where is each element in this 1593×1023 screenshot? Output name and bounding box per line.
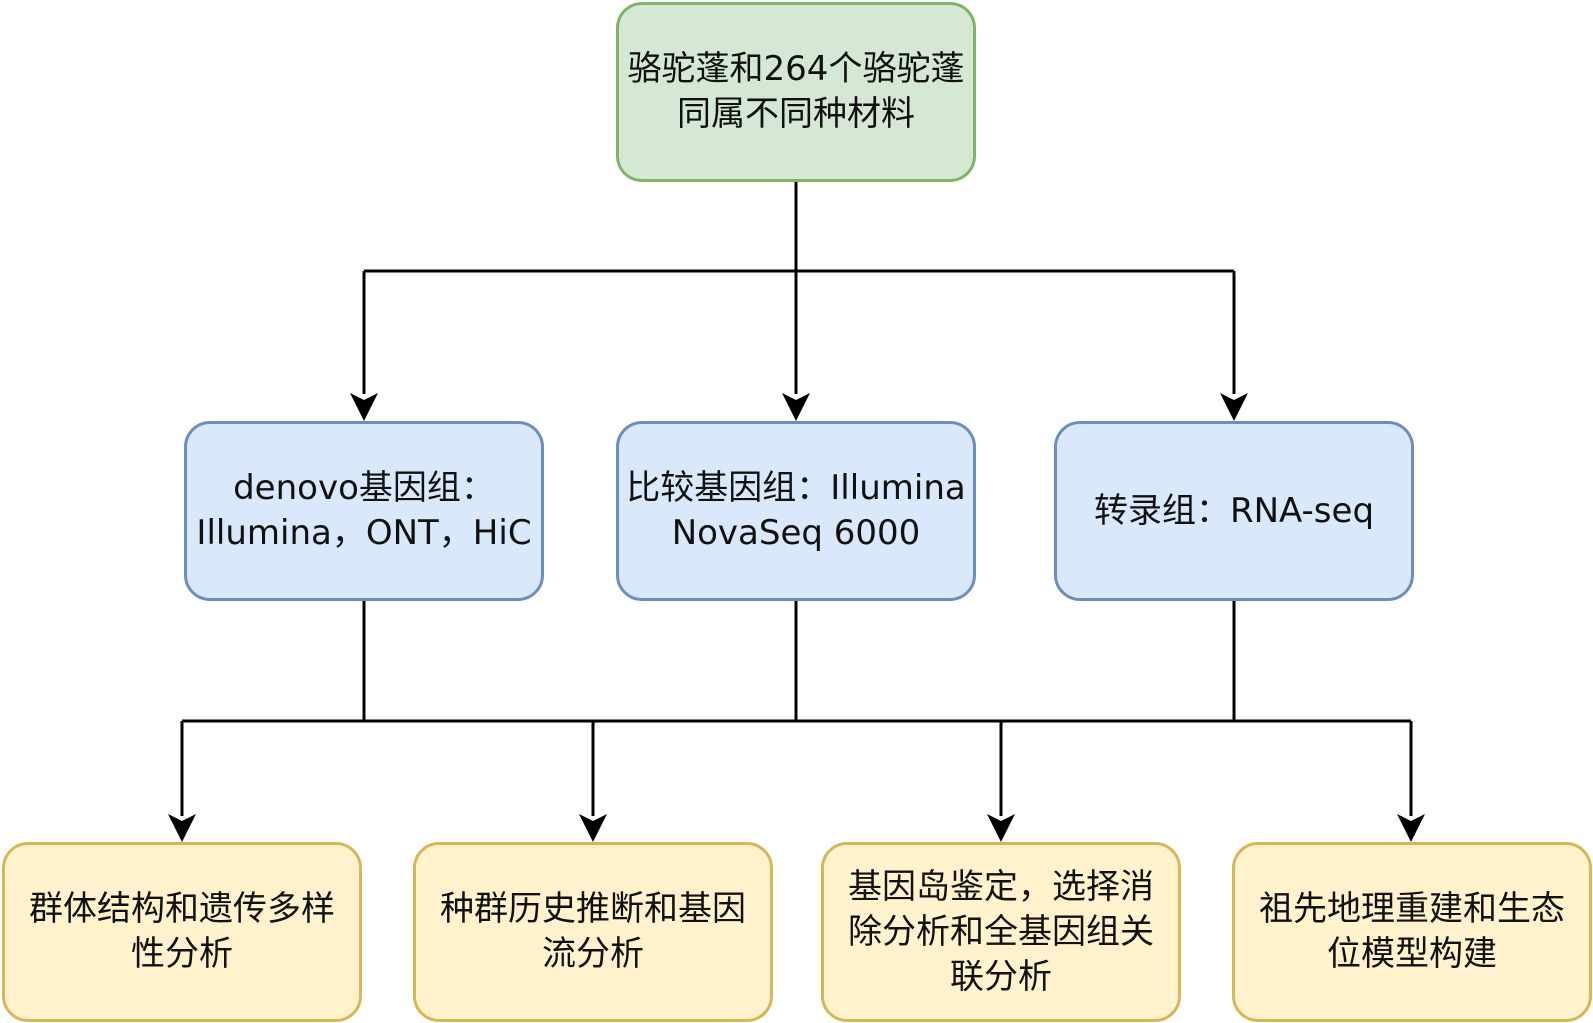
root-node-label: 骆驼蓬和264个骆驼蓬 同属不同种材料: [627, 49, 965, 134]
arrowhead-method-2: [782, 393, 810, 421]
arrowhead-method-1: [350, 393, 378, 421]
arrowhead-method-3: [1220, 393, 1248, 421]
arrowhead-analysis-2: [579, 814, 607, 842]
method-node-comparative: 比较基因组：Illumina NovaSeq 6000: [616, 421, 976, 601]
analysis-node-population-structure: 群体结构和遗传多样 性分析: [2, 842, 362, 1022]
analysis-node-genomic-islands: 基因岛鉴定，选择消 除分析和全基因组关 联分析: [821, 842, 1181, 1022]
analysis-node-label: 群体结构和遗传多样 性分析: [29, 889, 335, 974]
root-node: 骆驼蓬和264个骆驼蓬 同属不同种材料: [616, 2, 976, 182]
method-node-denovo: denovo基因组： Illumina，ONT，HiC: [184, 421, 544, 601]
method-node-label: 转录组：RNA-seq: [1093, 490, 1375, 531]
analysis-node-population-history: 种群历史推断和基因 流分析: [413, 842, 773, 1022]
analysis-node-label: 祖先地理重建和生态 位模型构建: [1259, 889, 1565, 974]
analysis-node-ancestral-geography: 祖先地理重建和生态 位模型构建: [1232, 842, 1592, 1022]
method-node-transcriptome: 转录组：RNA-seq: [1054, 421, 1414, 601]
arrowhead-analysis-1: [168, 814, 196, 842]
analysis-node-label: 基因岛鉴定，选择消 除分析和全基因组关 联分析: [848, 866, 1154, 997]
analysis-node-label: 种群历史推断和基因 流分析: [440, 889, 746, 974]
method-node-label: denovo基因组： Illumina，ONT，HiC: [196, 468, 532, 553]
method-node-label: 比较基因组：Illumina NovaSeq 6000: [626, 468, 966, 553]
arrowhead-analysis-3: [987, 814, 1015, 842]
arrowhead-analysis-4: [1397, 814, 1425, 842]
